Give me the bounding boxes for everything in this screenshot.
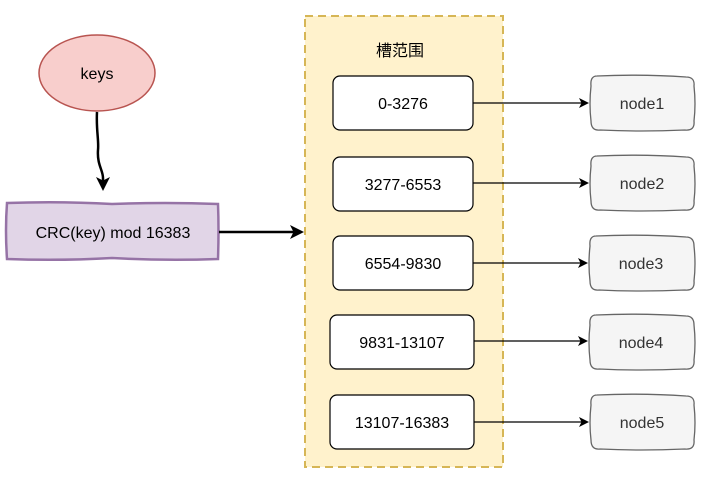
slot-range-label: 13107-16383 [355,415,449,432]
node-box [588,234,696,292]
slot-range-label: 6554-9830 [365,256,442,273]
slot-row: 9831-13107 node4 [329,313,696,371]
node-label: node4 [619,335,664,352]
slot-row: 3277-6553 node2 [332,154,696,212]
slot-range-label: 9831-13107 [359,335,445,352]
slot-range-box [332,156,474,212]
node-box [589,74,696,132]
node-box [588,313,696,371]
node-label: node2 [620,176,665,193]
slot-range-box [329,314,475,370]
slot-range-label: 0-3276 [378,96,428,113]
slot-range-label: 3277-6553 [365,177,442,194]
hash-function-label: CRC(key) mod 16383 [36,225,191,242]
slot-row: 0-3276 node1 [332,74,696,132]
hash-function-box: CRC(key) mod 16383 [4,200,220,262]
keys-node: keys [38,34,156,112]
node-box [589,393,696,451]
keys-to-hash-arrow [95,111,110,191]
slot-row: 6554-9830 node3 [332,234,696,292]
node-label: node5 [620,415,665,432]
node-label: node3 [619,256,664,273]
slot-row: 13107-16383 node5 [329,393,696,451]
keys-label: keys [81,66,114,83]
node-box [589,154,696,212]
slot-range-title: 槽范围 [376,42,424,60]
node-label: node1 [620,96,665,113]
